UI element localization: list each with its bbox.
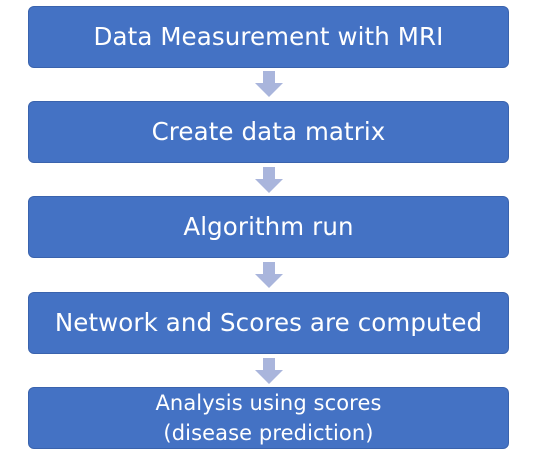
step-label: Algorithm run [183, 212, 354, 242]
step-create-data-matrix: Create data matrix [28, 101, 509, 163]
down-arrow-icon [255, 358, 283, 384]
down-arrow-icon [255, 71, 283, 97]
step-data-measurement: Data Measurement with MRI [28, 6, 509, 68]
step-analysis: Analysis using scores (disease predictio… [28, 387, 509, 449]
step-label-line-2: (disease prediction) [163, 421, 374, 445]
step-label: Network and Scores are computed [54, 308, 483, 338]
step-label: Create data matrix [151, 117, 386, 147]
down-arrow-icon [255, 167, 283, 193]
step-label: Data Measurement with MRI [93, 22, 444, 52]
step-label-line-1: Analysis using scores [155, 390, 382, 415]
step-network-scores: Network and Scores are computed [28, 292, 509, 354]
down-arrow-icon [255, 262, 283, 288]
step-algorithm-run: Algorithm run [28, 196, 509, 258]
